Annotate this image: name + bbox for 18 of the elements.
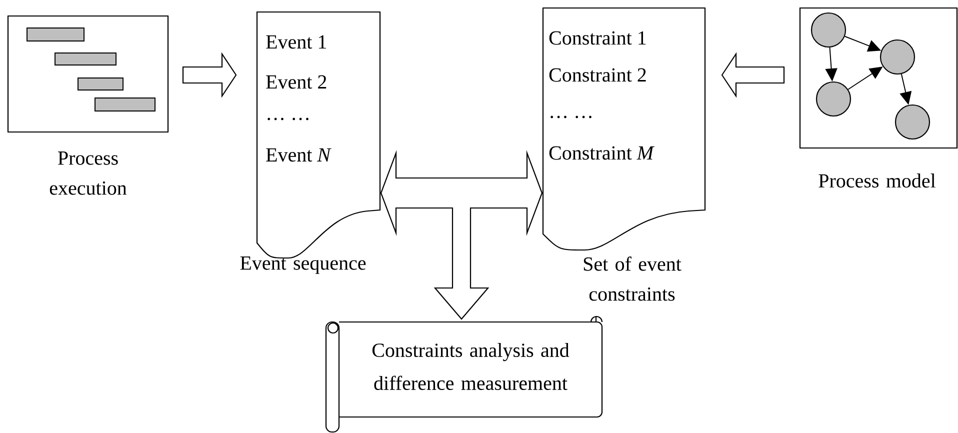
node-label: Event sequence bbox=[240, 256, 366, 274]
node-label: Process execution bbox=[50, 152, 127, 195]
node-label: Set of event constraints bbox=[584, 256, 682, 301]
graph-circle bbox=[894, 104, 930, 140]
graph-circle bbox=[810, 12, 846, 48]
list-item: … … bbox=[550, 116, 592, 118]
block-arrow bbox=[182, 52, 237, 98]
list-item: Event 1 bbox=[266, 35, 326, 49]
list-item: Constraint 1 bbox=[549, 31, 646, 45]
list-item: Constraint 2 bbox=[549, 68, 646, 82]
graph-circle bbox=[816, 81, 852, 117]
list-item: Event N bbox=[266, 148, 332, 162]
list-item: … … bbox=[268, 118, 308, 120]
list-item: Constraint M bbox=[549, 146, 654, 160]
node-label: Process model bbox=[818, 174, 936, 188]
list-item: Event 2 bbox=[266, 75, 326, 89]
block-arrow bbox=[380, 150, 543, 320]
graph-circle bbox=[880, 39, 916, 75]
